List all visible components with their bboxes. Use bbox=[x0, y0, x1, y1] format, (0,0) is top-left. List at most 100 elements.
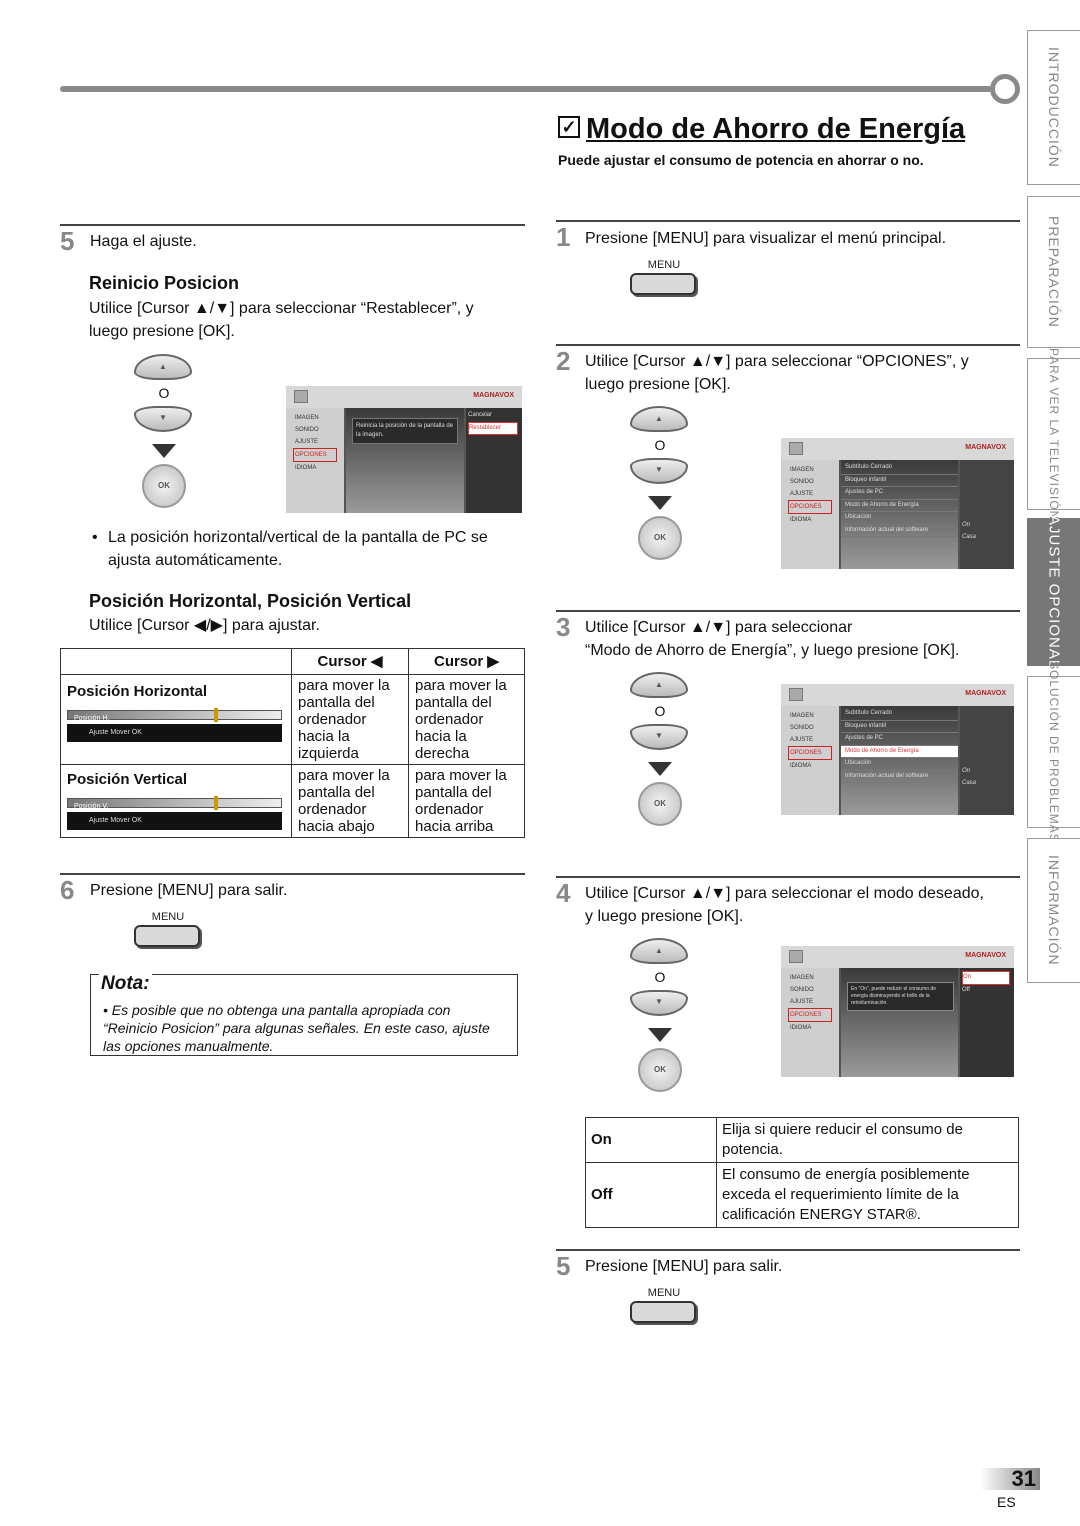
cell-line: para mover la bbox=[298, 767, 390, 784]
cell-line: izquierda bbox=[298, 745, 359, 762]
osd-header: MAGNAVOX bbox=[781, 438, 1014, 460]
or-label: O bbox=[654, 437, 666, 453]
osd-header: MAGNAVOX bbox=[286, 386, 522, 408]
page-title-text: Modo de Ahorro de Energía bbox=[586, 113, 966, 145]
on-off-table: On Elija si quiere reducir el consumo de… bbox=[585, 1117, 1019, 1228]
osd-row: Ajustes de PC bbox=[841, 733, 958, 746]
osd-menu-item: IDIOMA bbox=[295, 465, 317, 471]
osd-menu-list: IMAGEN SONIDO AJUSTE OPCIONES IDIOMA bbox=[286, 408, 344, 513]
instruction-text: Utilice [Cursor ▲/▼] para seleccionar “R… bbox=[89, 300, 474, 317]
step-number: 6 bbox=[60, 875, 75, 905]
option-desc-on: Elija si quiere reducir el consumo de po… bbox=[716, 1117, 1019, 1163]
osd-option-on: On bbox=[962, 971, 1010, 985]
step-text: Utilice [Cursor ▲/▼] para seleccionar el… bbox=[585, 885, 984, 902]
osd-content: Reinicia la posición de la pantalla de l… bbox=[346, 408, 464, 513]
step-text: y luego presione [OK]. bbox=[585, 908, 744, 925]
osd-menu-item: SONIDO bbox=[790, 987, 814, 993]
osd-description: Reinicia la posición de la pantalla de l… bbox=[352, 418, 458, 444]
osd-value: On bbox=[962, 522, 971, 528]
cell-line: pantalla del bbox=[415, 694, 492, 711]
osd-row: Ajustes de PC bbox=[841, 487, 958, 500]
or-label: O bbox=[158, 385, 170, 401]
page-subtitle: Puede ajustar el consumo de potencia en … bbox=[558, 152, 924, 168]
arrow-down-icon bbox=[152, 444, 176, 458]
position-table: Cursor ◀ Cursor ▶ Posición Horizontal Po… bbox=[60, 648, 525, 838]
option-desc-off: El consumo de energía posiblemente exced… bbox=[716, 1162, 1019, 1228]
cell-line: para mover la bbox=[415, 677, 507, 694]
or-label: O bbox=[654, 969, 666, 985]
step-rule bbox=[60, 224, 525, 226]
step-number: 5 bbox=[556, 1251, 571, 1281]
brand-logo: MAGNAVOX bbox=[965, 690, 1006, 697]
menu-button-illustration: MENU bbox=[630, 1287, 698, 1323]
cell-line: para mover la bbox=[415, 767, 507, 784]
side-tab-ajuste-opcional[interactable]: AJUSTE OPCIONAL bbox=[1027, 515, 1080, 669]
side-tab-label: PREPARACIÓN bbox=[1046, 216, 1062, 328]
brand-logo: MAGNAVOX bbox=[965, 444, 1006, 451]
cell-line: hacia la bbox=[415, 728, 467, 745]
cursor-up-button: ▲ bbox=[630, 938, 688, 964]
page-title: ✓ Modo de Ahorro de Energía bbox=[558, 113, 965, 146]
bullet-text: ajusta automáticamente. bbox=[108, 552, 283, 569]
page-number: 31 bbox=[980, 1468, 1040, 1490]
side-tab-preparacion[interactable]: PREPARACIÓN bbox=[1027, 196, 1080, 348]
osd-slider-label: Posición H. bbox=[74, 715, 110, 722]
osd-option-cancelar: Cancelar bbox=[468, 412, 493, 418]
cell-line: hacia la bbox=[298, 728, 350, 745]
menu-key bbox=[630, 1301, 696, 1323]
header-rule bbox=[60, 86, 992, 92]
cell-line: pantalla del bbox=[298, 784, 375, 801]
menu-button-illustration: MENU bbox=[630, 259, 698, 295]
osd-menu-item: AJUSTE bbox=[790, 491, 814, 497]
menu-button-illustration: MENU bbox=[134, 911, 202, 947]
osd-menu-item: SONIDO bbox=[295, 427, 319, 433]
step-text: Presione [MENU] para visualizar el menú … bbox=[585, 230, 947, 247]
step-number: 3 bbox=[556, 612, 571, 642]
arrow-down-icon bbox=[648, 1028, 672, 1042]
osd-row: Bloqueo infantil bbox=[841, 721, 958, 733]
brand-logo: MAGNAVOX bbox=[965, 952, 1006, 959]
table-cell: Posición Horizontal Posición H. Ajuste M… bbox=[60, 674, 292, 765]
remote-illustration: ▲ O ▼ OK bbox=[134, 354, 194, 508]
osd-row: Subtítulo Cerrado bbox=[841, 708, 958, 721]
checkbox-icon: ✓ bbox=[558, 116, 580, 139]
language-code: ES bbox=[997, 1494, 1016, 1510]
step-text: Utilice [Cursor ▲/▼] para seleccionar bbox=[585, 619, 853, 636]
cell-line: pantalla del bbox=[415, 784, 492, 801]
side-tab-label: SOLUCIÓN DE PROBLEMAS bbox=[1047, 661, 1061, 843]
cell-line: ordenador bbox=[298, 711, 367, 728]
osd-menu-item: IMAGEN bbox=[790, 975, 814, 981]
side-tab-solucion[interactable]: SOLUCIÓN DE PROBLEMAS bbox=[1027, 661, 1080, 843]
bullet-dot: • bbox=[92, 529, 98, 546]
osd-value: Casa bbox=[962, 533, 977, 540]
side-tab-introduccion[interactable]: INTRODUCCIÓN bbox=[1027, 30, 1080, 185]
osd-slider-label: Posición V. bbox=[74, 803, 109, 810]
osd-value: Casa bbox=[962, 779, 977, 786]
or-label: O bbox=[654, 703, 666, 719]
cursor-up-button: ▲ bbox=[630, 672, 688, 698]
table-row: On Elija si quiere reducir el consumo de… bbox=[585, 1117, 1019, 1163]
menu-label: MENU bbox=[647, 1287, 681, 1299]
side-tab-para-ver[interactable]: PARA VER LA TELEVISIÓN bbox=[1027, 348, 1080, 520]
side-tab-label: INFORMACIÓN bbox=[1046, 855, 1062, 966]
note-title: Nota: bbox=[99, 973, 152, 995]
osd-header: MAGNAVOX bbox=[781, 946, 1014, 968]
osd-screen-reinicio: MAGNAVOX IMAGEN SONIDO AJUSTE OPCIONES I… bbox=[286, 386, 522, 513]
option-label-on: On bbox=[585, 1117, 717, 1163]
note-body: • Es posible que no obtenga una pantalla… bbox=[103, 1002, 490, 1054]
side-tab-informacion[interactable]: INFORMACIÓN bbox=[1027, 838, 1080, 983]
osd-slider: Posición H. bbox=[67, 708, 282, 722]
tv-icon bbox=[789, 442, 803, 455]
osd-menu-item-selected: OPCIONES bbox=[788, 500, 832, 514]
osd-slider: Posición V. bbox=[67, 796, 282, 810]
ok-button: OK bbox=[142, 464, 186, 508]
